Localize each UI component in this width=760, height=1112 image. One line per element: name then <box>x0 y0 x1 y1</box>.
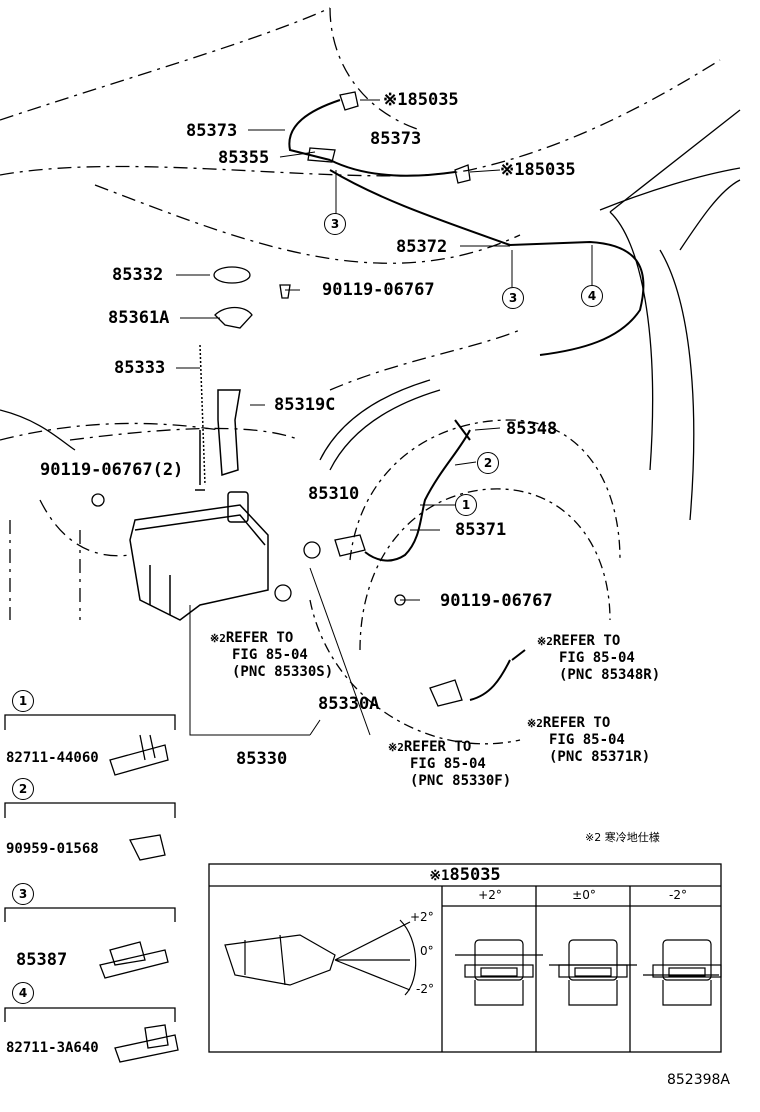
adjust-table-title: ※185035 <box>429 865 501 885</box>
legend-part-82711-3a640: 82711-3A640 <box>6 1040 99 1056</box>
callout-85348: 85348 <box>506 419 558 439</box>
callout-85372: 85372 <box>396 237 448 257</box>
callout-85355: 85355 <box>218 148 270 168</box>
callout-85373-right: 85373 <box>370 129 422 149</box>
callout-85373-left: 85373 <box>186 121 238 141</box>
angle-minus2: -2° <box>416 982 434 996</box>
angle-zero: 0° <box>420 944 434 958</box>
legend-clips <box>99 734 179 1063</box>
legend-part-85387: 85387 <box>16 950 68 970</box>
refer-note-85348r: ※2REFER TO FIG 85-04 (PNC 85348R) <box>537 633 661 683</box>
legend-part-82711-44060: 82711-44060 <box>6 750 99 766</box>
circle-ref-3-a: 3 <box>324 213 346 235</box>
col-header-plus2: +2° <box>478 888 502 902</box>
legend-ref-3: 3 <box>12 883 34 905</box>
hoses <box>288 99 645 701</box>
callout-85332: 85332 <box>112 265 164 285</box>
callout-85319c: 85319C <box>274 395 336 415</box>
legend-ref-2: 2 <box>12 778 34 800</box>
callout-85361a: 85361A <box>108 308 170 328</box>
callout-90119-06767-a: 90119-06767 <box>322 280 435 300</box>
circle-ref-3-b: 3 <box>502 287 524 309</box>
nozzle-spray <box>224 919 417 996</box>
leaders <box>176 99 593 736</box>
washer-tank <box>129 344 269 621</box>
callout-85035-right: ※185035 <box>500 160 576 180</box>
cold-spec-note: ※2 寒冷地仕様 <box>585 831 660 844</box>
callout-85371: 85371 <box>455 520 507 540</box>
angle-plus2: +2° <box>410 910 434 924</box>
circle-ref-1: 1 <box>455 494 477 516</box>
callout-90119-06767-c: 90119-06767 <box>440 591 553 611</box>
refer-note-85330f: ※2REFER TO FIG 85-04 (PNC 85330F) <box>388 739 512 789</box>
callout-85035-top: ※185035 <box>383 90 459 110</box>
col-header-minus2: -2° <box>669 888 687 902</box>
hood-lines <box>0 109 741 521</box>
small-parts <box>91 91 526 707</box>
col-header-zero: ±0° <box>572 888 596 902</box>
callout-85330a: 85330A <box>318 694 380 714</box>
wheel-arch <box>309 419 621 745</box>
refer-note-85330s: ※2REFER TO FIG 85-04 (PNC 85330S) <box>210 630 334 680</box>
adjust-table-frame <box>208 863 722 1053</box>
nozzle-views <box>455 939 722 1006</box>
refer-note-85371r: ※2REFER TO FIG 85-04 (PNC 85371R) <box>527 715 651 765</box>
callout-85310: 85310 <box>308 484 360 504</box>
figure-id: 852398A <box>666 1072 730 1088</box>
circle-ref-2: 2 <box>477 452 499 474</box>
legend-ref-1: 1 <box>12 690 34 712</box>
circle-ref-4: 4 <box>581 285 603 307</box>
callout-85333: 85333 <box>114 358 166 378</box>
legend-part-90959-01568: 90959-01568 <box>6 841 99 857</box>
callout-90119-06767-2: 90119-06767(2) <box>40 460 184 480</box>
legend-ref-4: 4 <box>12 982 34 1004</box>
legend-dividers <box>4 714 176 1022</box>
callout-85330: 85330 <box>236 749 288 769</box>
